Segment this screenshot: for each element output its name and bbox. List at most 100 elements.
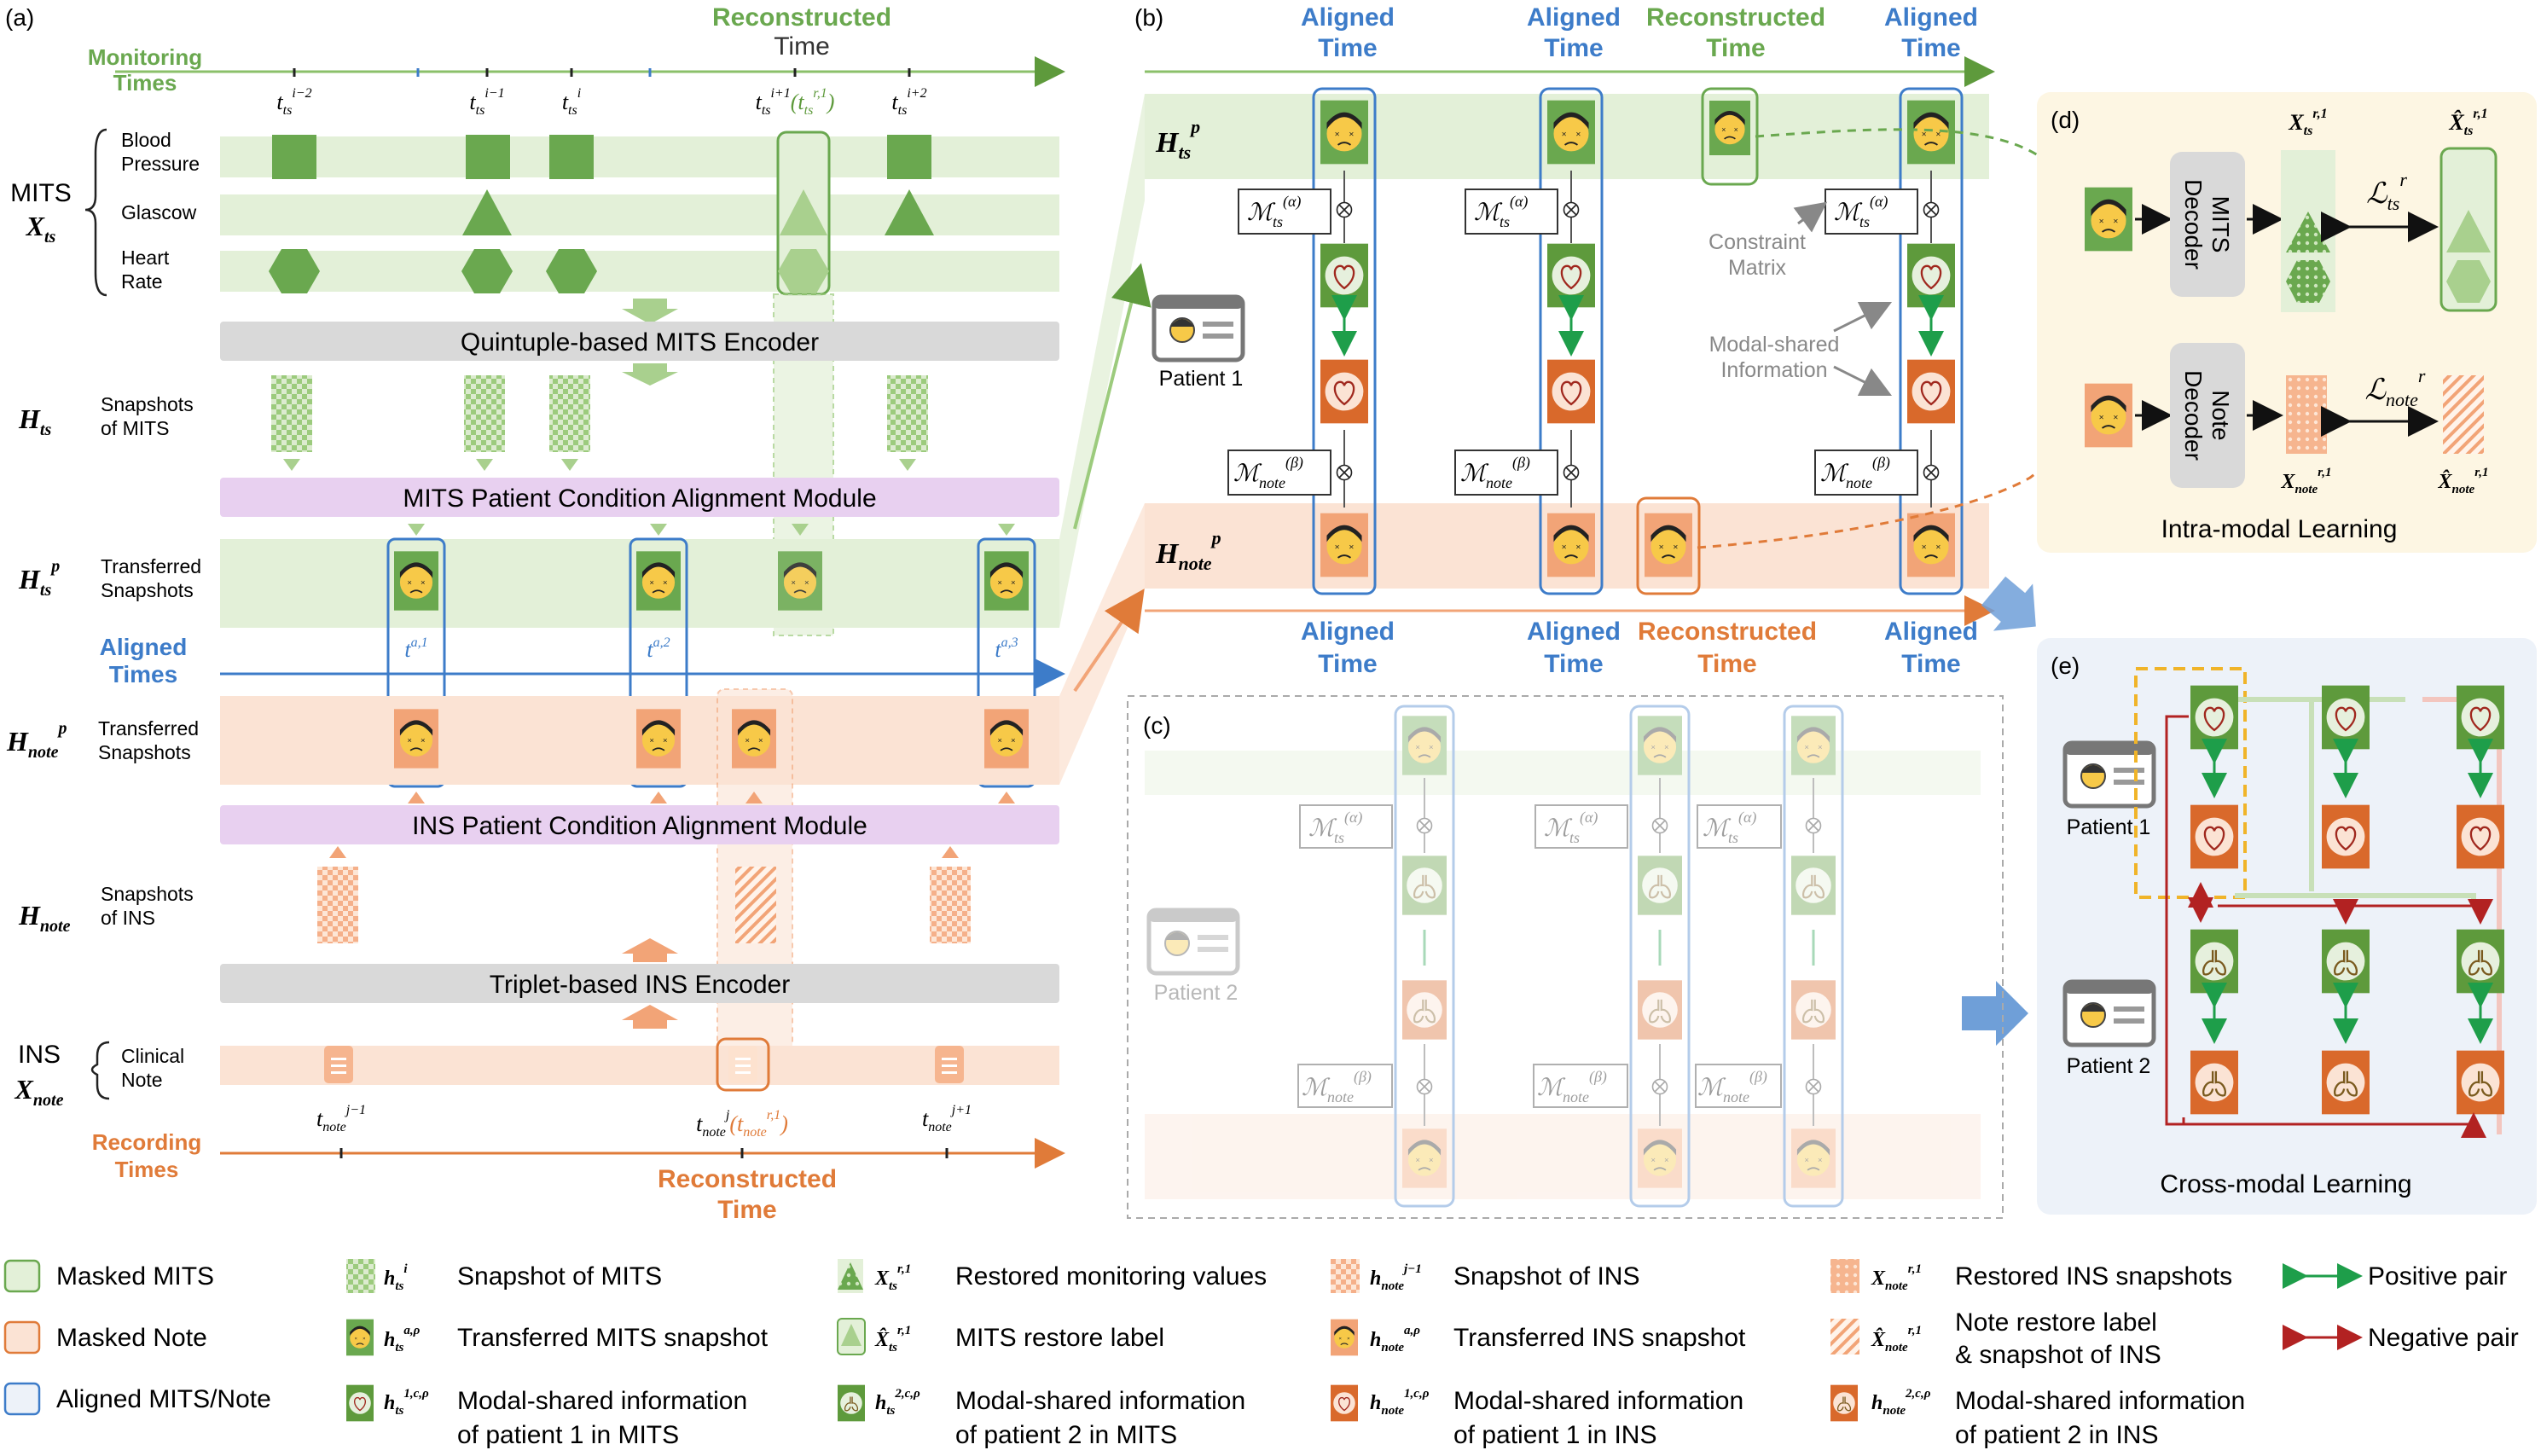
legend-sym-note-label: X̂noter,1 [1871,1324,1922,1354]
snapshot-to-align-arrows [283,459,916,471]
legend-swatch-snapshot-mits [346,1259,375,1293]
panel-d-label: (d) [2051,107,2080,133]
panel-c-frame [1127,695,2004,1219]
funnel-note-to-b [1059,503,1145,785]
tick-note-j: tnotej(tnoter,1) [696,1108,788,1140]
cross-modal-label: Cross-modal Learning [2160,1170,2411,1198]
ins-brace [90,1041,110,1100]
legend-sym-snapshot-ins: hnotej−1 [1370,1262,1422,1293]
legend-text-restored-ins: Restored INS snapshots [1955,1262,2232,1291]
legend-sym-shared-p2-mits: hts2,c,ρ [875,1387,920,1418]
tick-a-2: ta,2 [647,635,670,662]
note-align-module [220,805,1059,844]
e-patient2-icon [2065,982,2154,1045]
tick-ts-i-2: ttsi−2 [276,86,311,118]
ins-encoder-bar [220,964,1059,1003]
legend-swatch-restored-ins [1830,1259,1859,1293]
tick-ts-i+2: ttsi+2 [891,86,926,118]
note-decoder-box [2170,343,2245,488]
legend: Masked MITS Masked Note Aligned MITS/Not… [3,1259,2519,1449]
big-arrow-b-to-e [1981,576,2036,631]
legend-text-transferred-mits: Transferred MITS snapshot [457,1324,769,1352]
b-column-1 [1320,99,1368,578]
arrow-into-encoder [622,299,678,324]
mits-snapshots [271,375,928,452]
arrow-a-to-b-ts [1073,263,1152,530]
mits-align-label: MITS Patient Condition Alignment Module [403,484,876,513]
arrow-out-encoder [622,363,678,386]
d-note-input-face [2085,382,2132,449]
legend-swatch-aligned [3,1382,41,1416]
x-ts-label: Xts [26,211,56,247]
d-ts-input-face [2085,186,2132,252]
legend-text-snapshot-ins: Snapshot of INS [1453,1262,1639,1291]
mits-rows [220,136,1059,292]
legend-swatch-snapshot-ins [1331,1259,1360,1293]
patient1-card-icon [1154,297,1243,360]
modal-shared-arrow-2 [1833,365,1893,397]
b-column-2 [1547,99,1595,578]
h-note-label: Hnote [18,900,71,936]
panel-e-label: (e) [2051,653,2080,679]
ts-tick-marks [293,68,911,77]
align-to-hp-arrows [408,524,1015,536]
e-negative-pairs [2165,715,2493,1138]
e-positive-pairs [2202,739,2493,1044]
legend-swatch-shared-p2-ins [1830,1383,1858,1423]
tick-ts-i: ttsi [562,86,581,118]
legend-swatch-shared-p1-mits [346,1383,374,1423]
panel-e-frame [2037,638,2537,1215]
e-patient1-label: Patient 1 [2067,815,2151,839]
mits-align-module [220,478,1059,517]
e-patient2-label: Patient 2 [2067,1054,2151,1078]
d-label-note [2443,375,2484,454]
legend-sym-shared-p2-ins: hnote2,c,ρ [1871,1387,1931,1418]
legend-swatch-shared-p2-mits [838,1383,865,1423]
legend-text-note-label: Note restore label& snapshot of INS [1955,1308,2161,1369]
b-columns [1312,87,1964,595]
legend-swatch-masked-mits [3,1259,41,1293]
masked-mits-column [776,131,831,296]
panel-c-label: (c) [1143,712,1171,739]
hp-ts-label: Htsp [18,557,60,600]
big-arrow-c-to-e [1962,981,2028,1046]
legend-text-mits-label: MITS restore label [955,1324,1164,1352]
x-note-label: Xnote [15,1074,64,1110]
b-patient1-label: Patient 1 [1159,367,1244,391]
b-column-3 [1907,99,1955,578]
legend-text-positive-pair: Positive pair [2368,1262,2507,1291]
modal-shared-arrow-1 [1833,301,1893,333]
note-align-arrows [408,792,1015,803]
arrow-ins-encoder-in [622,1005,678,1029]
aligned-tick-labels: ta,1 ta,2 ta,3 [404,635,1018,662]
tick-a-1: ta,1 [404,635,427,662]
tick-note-j-1: tnotej−1 [316,1103,366,1134]
hp-note-label: Hnotep [6,719,67,762]
legend-text-aligned: Aligned MITS/Note [56,1385,271,1413]
mits-decoder-box [2170,152,2245,297]
tick-ts-i-1: ttsi−1 [469,86,504,118]
b-m-boxes: ℳts(α) ℳts(α) ℳts(α) ℳnote(β) ℳnote(β) ℳ… [1227,189,1918,496]
